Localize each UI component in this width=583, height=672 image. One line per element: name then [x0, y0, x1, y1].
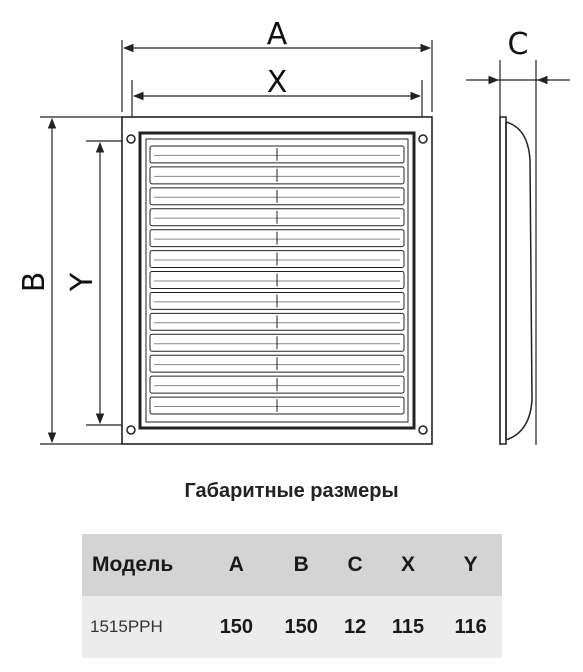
- cell-model: 1515PPH: [82, 596, 204, 658]
- screw-hole-bottom-right: [418, 425, 428, 435]
- header-b: B: [268, 534, 334, 596]
- cell-c: 12: [333, 596, 377, 658]
- header-model: Модель: [82, 534, 204, 596]
- dimension-label-b: B: [17, 272, 52, 293]
- grille-drawing: A X B Y C: [17, 17, 570, 445]
- header-y: Y: [439, 534, 502, 596]
- cell-x: 115: [376, 596, 440, 658]
- caption-overall-dimensions: Габаритные размеры: [184, 480, 399, 502]
- dimensions-table: Модель A B C X Y 1515PPH 150 150 12 115 …: [82, 534, 502, 658]
- screw-hole-top-left: [126, 134, 136, 144]
- cell-b: 150: [268, 596, 334, 658]
- louver-slat: [149, 333, 405, 352]
- dimension-c: [466, 60, 570, 445]
- louver-slat: [149, 312, 405, 331]
- dimension-b: [40, 116, 122, 445]
- dimension-label-x: X: [267, 65, 288, 100]
- dimension-label-c: C: [508, 27, 529, 62]
- louver-slats: [149, 145, 405, 415]
- louver-slat: [149, 396, 405, 415]
- dimension-a: [121, 40, 433, 112]
- cell-y: 116: [439, 596, 502, 658]
- table-row: 1515PPH 150 150 12 115 116: [82, 596, 502, 658]
- screw-hole-top-right: [418, 134, 428, 144]
- screw-hole-bottom-left: [126, 425, 136, 435]
- louver-slat: [149, 250, 405, 269]
- header-c: C: [333, 534, 377, 596]
- header-a: A: [204, 534, 269, 596]
- louver-slat: [149, 166, 405, 185]
- louver-slat: [149, 145, 405, 164]
- grille-side-view: [499, 116, 533, 445]
- louver-slat: [149, 354, 405, 373]
- louver-slat: [149, 271, 405, 289]
- dimension-label-a: A: [267, 17, 288, 52]
- cell-a: 150: [204, 596, 269, 658]
- grille-front-view: [121, 116, 433, 445]
- dimension-label-y: Y: [65, 272, 100, 292]
- louver-slat: [149, 291, 405, 310]
- louver-slat: [149, 187, 405, 206]
- header-x: X: [376, 534, 440, 596]
- louver-slat: [149, 375, 405, 394]
- louver-slat: [149, 229, 405, 248]
- table-header-row: Модель A B C X Y: [82, 534, 502, 596]
- louver-slat: [149, 208, 405, 227]
